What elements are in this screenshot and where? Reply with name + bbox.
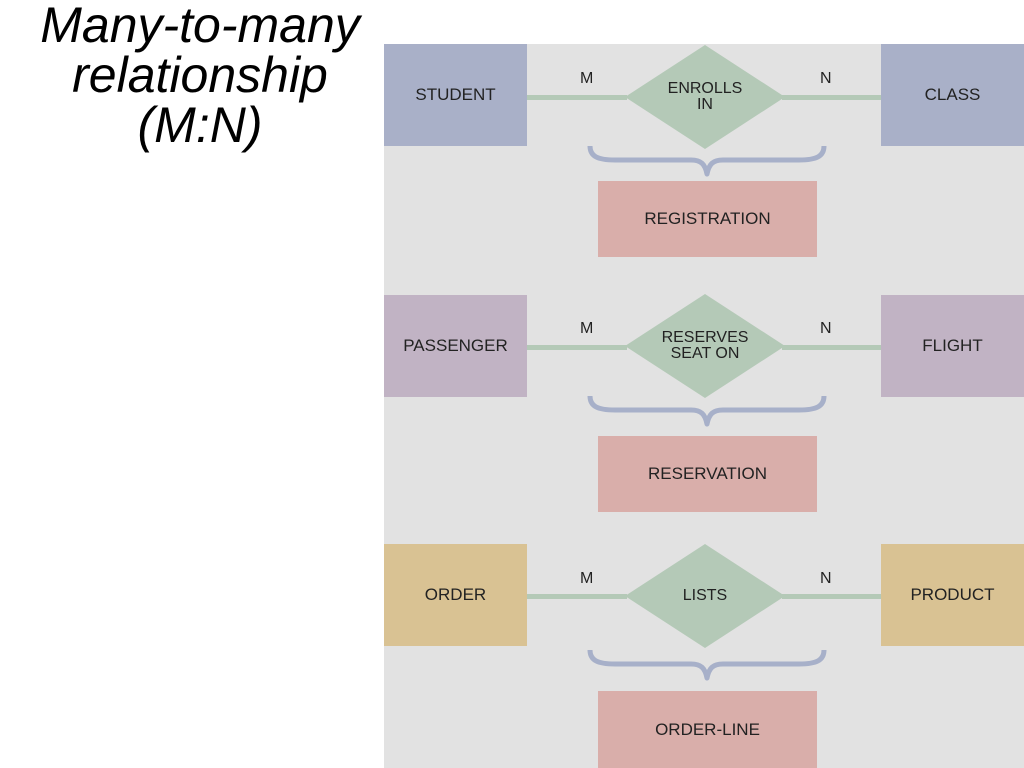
cardinality-n-2: N: [820, 320, 832, 337]
cardinality-m-2: M: [580, 320, 594, 337]
cardinality-n-1: N: [820, 70, 832, 87]
connector-left-1: [527, 95, 627, 100]
entity-student: STUDENT: [384, 44, 527, 146]
connector-right-3: [782, 594, 882, 599]
entity-passenger: PASSENGER: [384, 295, 527, 397]
entity-product: PRODUCT: [881, 544, 1024, 646]
brace-icon-2: [587, 396, 827, 430]
entity-order: ORDER: [384, 544, 527, 646]
cardinality-n-3: N: [820, 570, 832, 587]
brace-icon-1: [587, 146, 827, 180]
title-line-2: relationship: [72, 47, 328, 103]
connector-right-2: [782, 345, 882, 350]
slide-title: Many-to-many relationship (M:N): [0, 0, 400, 150]
connector-left-2: [527, 345, 627, 350]
entity-class: CLASS: [881, 44, 1024, 146]
connector-right-1: [782, 95, 882, 100]
relationship-label-enrolls-in: ENROLLS IN: [667, 80, 743, 113]
cardinality-m-1: M: [580, 70, 594, 87]
title-line-3: (M:N): [137, 97, 263, 153]
connector-left-3: [527, 594, 627, 599]
brace-icon-3: [587, 650, 827, 684]
cardinality-m-3: M: [580, 570, 594, 587]
entity-flight: FLIGHT: [881, 295, 1024, 397]
relationship-diamond-lists: LISTS: [625, 544, 785, 648]
relationship-diamond-reserves-seat-on: RESERVES SEAT ON: [625, 294, 785, 398]
relationship-diamond-enrolls-in: ENROLLS IN: [625, 45, 785, 149]
relationship-label-lists: LISTS: [682, 587, 728, 604]
relationship-label-reserves-seat-on: RESERVES SEAT ON: [661, 329, 749, 362]
associative-entity-registration: REGISTRATION: [598, 181, 817, 257]
er-diagram-panel: STUDENT CLASS M N ENROLLS IN REGISTRATIO…: [384, 44, 1024, 768]
title-line-1: Many-to-many: [40, 0, 360, 53]
associative-entity-reservation: RESERVATION: [598, 436, 817, 512]
associative-entity-order-line: ORDER-LINE: [598, 691, 817, 768]
